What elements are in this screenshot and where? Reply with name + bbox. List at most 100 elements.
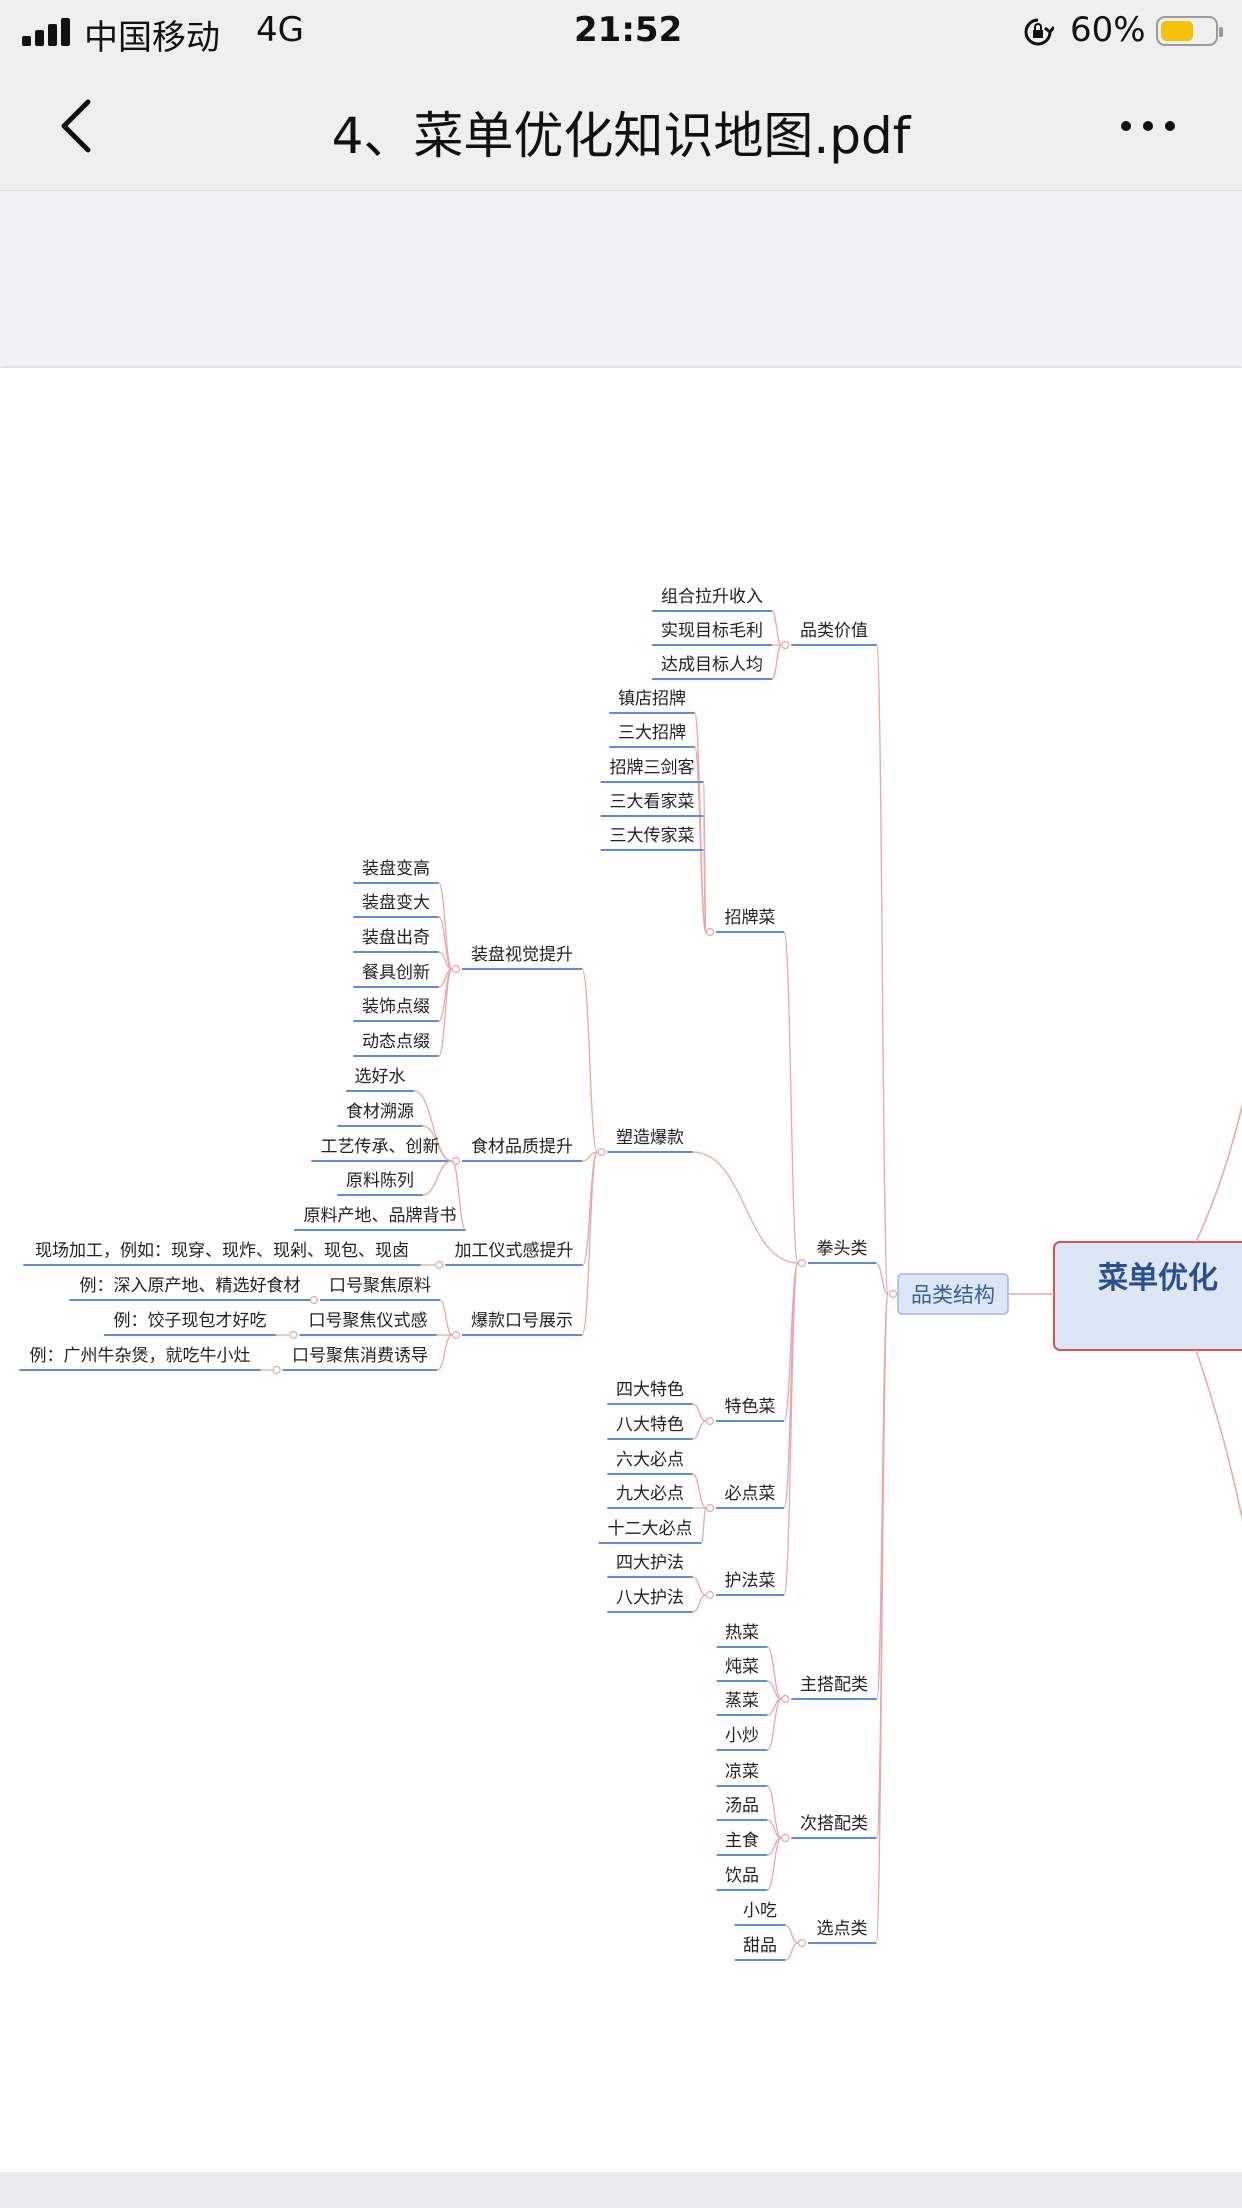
hit-link [581, 1151, 598, 1336]
root-node-box [1053, 1241, 1242, 1351]
ritual-node: 加工仪式感提升 [455, 1241, 574, 1261]
chevron-left-icon[interactable] [56, 96, 96, 156]
secondary-mix-group-child: 主食 [725, 1831, 759, 1851]
ellipsis-icon[interactable] [1118, 112, 1178, 140]
fist-group-dot [797, 1258, 807, 1268]
quality-group-child: 工艺传承、创新 [321, 1137, 440, 1157]
secondary-mix-group-link [767, 1819, 782, 1839]
plating-group-child: 装盘出奇 [362, 928, 430, 948]
document-title: 4、菜单优化知识地图.pdf [331, 107, 911, 165]
main-mix-group-child: 炖菜 [725, 1657, 759, 1677]
signature-group-child: 三大看家菜 [610, 792, 695, 812]
must-group-node: 必点菜 [725, 1484, 776, 1504]
main-mix-group-child: 蒸菜 [725, 1691, 759, 1711]
plating-group-child: 装饰点缀 [362, 997, 430, 1017]
main-mix-group-link [766, 1646, 782, 1700]
root-branch-arc [1195, 1102, 1242, 1243]
optional-group-node: 选点类 [817, 1919, 868, 1939]
special-group-child: 八大特色 [616, 1415, 684, 1435]
structure-dot [888, 1289, 898, 1299]
quality-group-link [422, 1160, 453, 1196]
protect-group-dot [705, 1590, 715, 1600]
signature-group-node: 招牌菜 [725, 908, 776, 928]
must-group-dot [705, 1503, 715, 1513]
structure-link [875, 1262, 889, 1295]
slogan-item-dot [289, 1330, 298, 1340]
slogan-item-dot [309, 1295, 319, 1305]
network-label: 4G [256, 10, 304, 50]
signature-group-child: 招牌三剑客 [610, 758, 695, 778]
main-mix-group-dot [781, 1694, 790, 1704]
main-mix-group-child: 小炒 [725, 1726, 759, 1746]
protect-group-child: 八大护法 [616, 1588, 684, 1608]
value-group-dot [781, 640, 790, 650]
slogan-link [437, 1334, 453, 1371]
value-group-node: 品类价值 [800, 621, 868, 641]
slogan-item-node: 口号聚焦原料 [329, 1276, 431, 1296]
plating-group-child: 装盘变高 [362, 859, 430, 879]
slogan-link [439, 1299, 453, 1336]
signature-group-link [694, 746, 707, 933]
secondary-mix-group-dot [781, 1833, 790, 1843]
protect-group-child: 四大护法 [616, 1553, 684, 1573]
battery-fill [1161, 21, 1193, 41]
optional-group-child: 甜品 [743, 1936, 777, 1956]
special-group-link [692, 1403, 707, 1422]
fist-link [783, 931, 799, 1264]
value-group-child: 实现目标毛利 [661, 621, 763, 641]
value-group-child: 组合拉升收入 [661, 587, 763, 607]
main-mix-group-child: 热菜 [725, 1623, 759, 1643]
fist-group-node: 拳头类 [817, 1239, 868, 1259]
special-group-child: 四大特色 [616, 1380, 684, 1400]
quality-group-node: 食材品质提升 [471, 1137, 573, 1157]
plating-group-dot [451, 964, 461, 974]
plating-group-link [438, 882, 453, 970]
main-mix-group-link [767, 1680, 782, 1700]
ritual-example: 现场加工，例如：现穿、现炸、现剁、现包、现卤 [35, 1241, 409, 1261]
quality-group-link [422, 1125, 453, 1162]
protect-group-link [692, 1594, 707, 1613]
structure-node-label: 品类结构 [911, 1283, 995, 1307]
slogan-dot [451, 1330, 461, 1340]
special-group-link [692, 1420, 707, 1440]
quality-group-child: 原料产地、品牌背书 [304, 1206, 457, 1226]
orientation-lock-icon [1024, 18, 1054, 46]
value-group-link [771, 644, 782, 680]
plating-group-child: 餐具创新 [362, 963, 430, 983]
optional-group-dot [797, 1938, 807, 1948]
protect-group-link [692, 1576, 707, 1596]
slogan-example: 例：饺子现包才好吃 [114, 1311, 267, 1331]
page-bottom-gap [0, 2172, 1242, 2208]
optional-group-child: 小吃 [743, 1901, 777, 1921]
secondary-mix-group-link [766, 1837, 782, 1891]
navigation-bar [0, 64, 1242, 191]
special-group-dot [705, 1416, 715, 1426]
secondary-mix-group-node: 次搭配类 [800, 1814, 868, 1834]
special-group-node: 特色菜 [725, 1397, 776, 1417]
mind-map[interactable]: 菜单优化品类结构品类价值组合拉升收入实现目标毛利达成目标人均拳头类主搭配类热菜炖… [0, 368, 1242, 2172]
structure-link [876, 644, 889, 1295]
must-group-link [700, 1507, 707, 1544]
slogan-item-node: 口号聚焦消费诱导 [292, 1346, 428, 1366]
plating-group-node: 装盘视觉提升 [471, 945, 573, 965]
quality-group-link [451, 1160, 467, 1231]
signature-group-link [702, 849, 707, 933]
must-group-child: 十二大必点 [608, 1519, 693, 1539]
slogan-item-node: 口号聚焦仪式感 [309, 1311, 428, 1331]
pdf-page[interactable]: 菜单优化品类结构品类价值组合拉升收入实现目标毛利达成目标人均拳头类主搭配类热菜炖… [0, 368, 1242, 2172]
carrier-label: 中国移动 [84, 18, 220, 58]
main-mix-group-node: 主搭配类 [800, 1675, 868, 1695]
clock: 21:52 [574, 10, 683, 50]
fist-link [692, 1151, 798, 1264]
protect-group-node: 护法菜 [725, 1571, 776, 1591]
main-mix-group-link [766, 1698, 782, 1751]
root-node-label: 菜单优化 [1098, 1261, 1218, 1296]
hit-group-node: 塑造爆款 [616, 1128, 684, 1148]
value-group-link [771, 610, 782, 646]
hit-group-dot [597, 1147, 606, 1157]
plating-group-link [438, 968, 453, 1057]
status-bar: 中国移动 4G 21:52 60% [0, 0, 1242, 64]
must-group-child: 六大必点 [616, 1450, 684, 1470]
signal-icon [22, 18, 74, 46]
secondary-mix-group-link [766, 1785, 782, 1839]
